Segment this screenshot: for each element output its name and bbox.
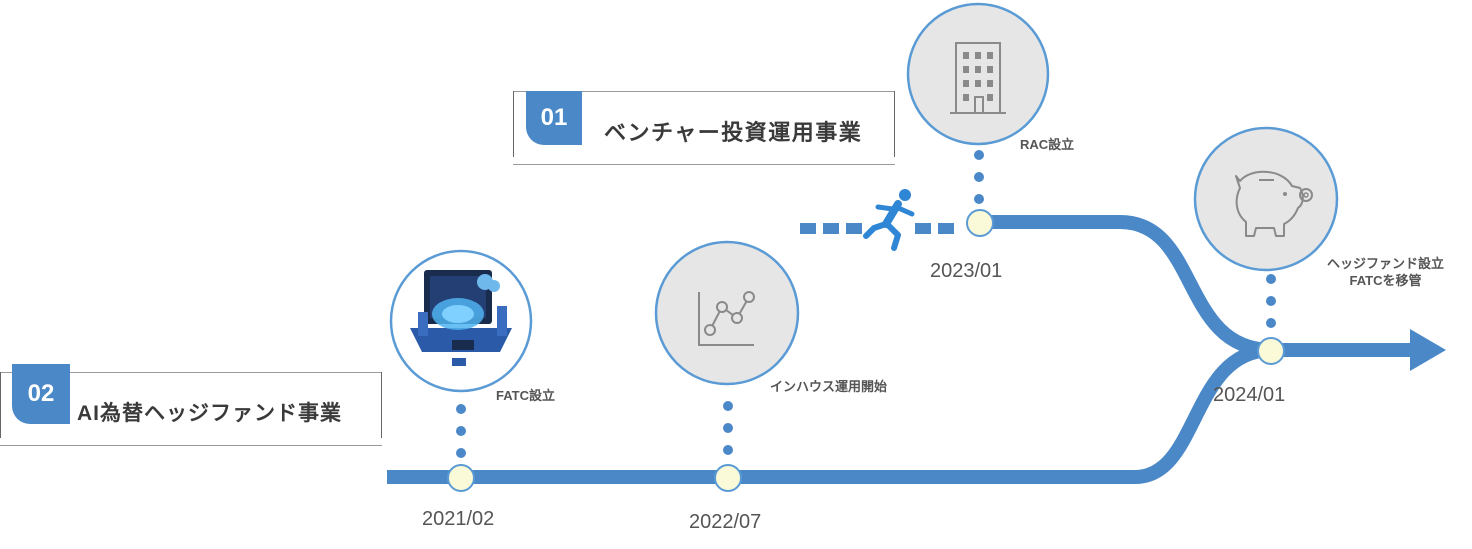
venture-business-title: ベンチャー投資運用事業	[604, 120, 863, 145]
event-label-hedge-fund: ヘッジファンド設立 FATCを移管	[1313, 255, 1458, 289]
lower-track	[387, 343, 1273, 484]
box-right-bar	[381, 372, 382, 438]
fx-business-title: AI為替ヘッジファンド事業	[77, 402, 342, 425]
box-frame	[513, 91, 895, 165]
box-left-bar	[513, 91, 514, 157]
event-label-hedge-fund-line2: FATCを移管	[1349, 273, 1422, 288]
ai-brain-illustration-icon	[389, 249, 533, 393]
date-2024-01: 2024/01	[1213, 384, 1286, 406]
upper-track	[980, 215, 1273, 357]
date-2023-01: 2023/01	[930, 260, 1003, 282]
fx-number-badge: 02	[12, 364, 70, 424]
timeline-nodes	[447, 209, 1285, 492]
node-2022-07	[714, 464, 742, 492]
fx-business-box: 02 AI為替ヘッジファンド事業	[0, 364, 382, 446]
dashed-lead-in	[800, 223, 954, 234]
piggy-bank-icon	[1193, 126, 1339, 272]
box-left-bar	[0, 372, 1, 438]
line-chart-icon	[654, 240, 800, 386]
runner-icon	[863, 189, 915, 251]
venture-number-badge: 01	[526, 91, 582, 145]
event-label-hedge-fund-line1: ヘッジファンド設立	[1326, 256, 1444, 271]
venture-business-box: 01 ベンチャー投資運用事業	[513, 91, 895, 165]
box-right-bar	[894, 91, 895, 157]
connector-dots	[456, 150, 1276, 458]
date-2022-07: 2022/07	[689, 511, 762, 533]
office-building-icon	[906, 2, 1050, 146]
event-label-inhouse: インハウス運用開始	[770, 379, 888, 394]
event-label-rac: RAC設立	[1020, 137, 1075, 152]
node-2021-02	[447, 464, 475, 492]
arrow-head-icon	[1410, 329, 1446, 371]
node-2024-01	[1257, 337, 1285, 365]
event-label-fatc: FATC設立	[496, 388, 555, 403]
node-2023-01	[966, 209, 994, 237]
date-2021-02: 2021/02	[422, 508, 495, 530]
box-frame	[0, 372, 382, 446]
